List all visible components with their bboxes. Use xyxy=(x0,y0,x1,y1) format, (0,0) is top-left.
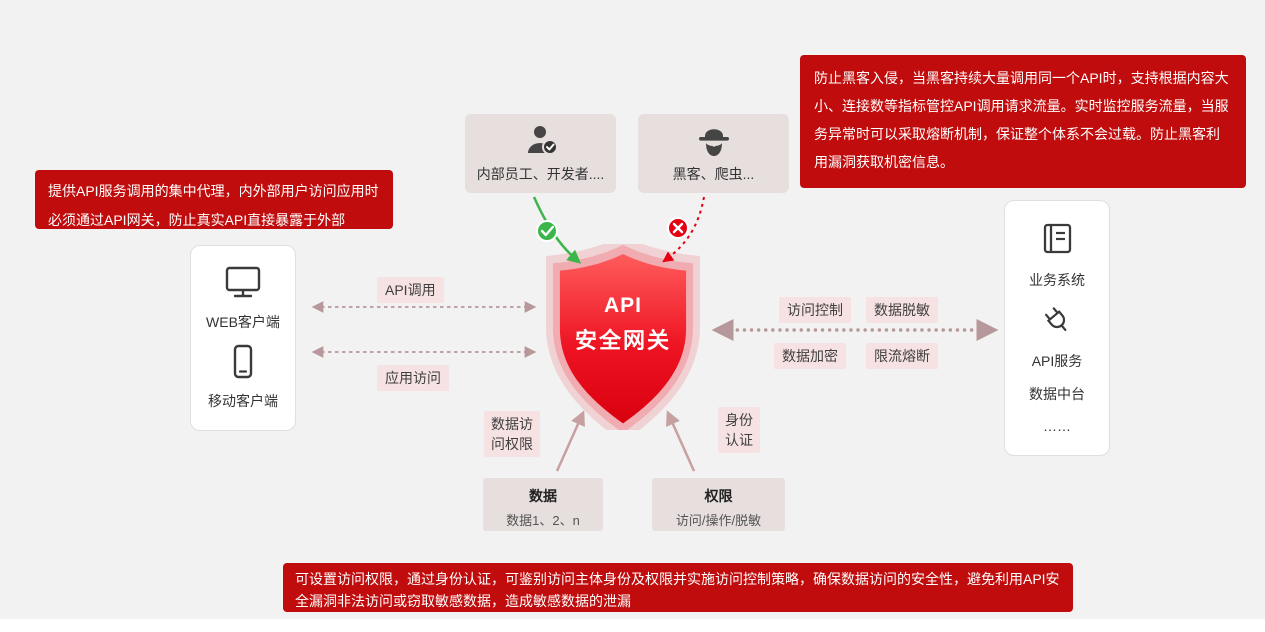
web-client-label: WEB客户端 xyxy=(206,314,280,331)
data-node-title: 数据 xyxy=(529,488,557,504)
shield-title-line1: API xyxy=(603,294,642,317)
chip-auth-line1: 身份 xyxy=(725,412,753,428)
chip-app-access: 应用访问 xyxy=(377,365,449,391)
more-label: …… xyxy=(1043,417,1071,434)
permission-node-title: 权限 xyxy=(704,488,733,504)
user-verified-icon xyxy=(527,126,558,155)
callout-proxy: 提供API服务调用的集中代理，内外部用户访问应用时必须通过API网关，防止真实A… xyxy=(35,170,393,229)
permission-node: 权限 访问/操作/脱敏 xyxy=(652,478,785,531)
hacker-icon xyxy=(698,129,729,156)
chip-data-access-line1: 数据访 xyxy=(491,416,533,432)
monitor-icon xyxy=(225,266,261,298)
data-platform-label: 数据中台 xyxy=(1029,386,1085,403)
backend-panel: 业务系统 API服务 数据中台 …… xyxy=(1004,200,1110,456)
cross-badge-icon xyxy=(667,217,689,239)
business-system-label: 业务系统 xyxy=(1029,271,1085,288)
chip-auth-line2: 认证 xyxy=(725,432,753,448)
chip-data-encrypt: 数据加密 xyxy=(774,343,846,369)
chip-identity-auth: 身份 认证 xyxy=(718,407,760,453)
shield-title: API 安全网关 xyxy=(540,294,706,355)
mobile-client-label: 移动客户端 xyxy=(208,392,278,409)
api-gateway-shield: API 安全网关 xyxy=(540,244,706,430)
data-node-subtitle: 数据1、2、n xyxy=(506,513,580,528)
callout-access-permission: 可设置访问权限，通过身份认证，可鉴别访问主体身份及权限并实施访问控制策略，确保数… xyxy=(283,563,1073,612)
chip-rate-limit: 限流熔断 xyxy=(866,343,938,369)
book-icon xyxy=(1043,224,1072,254)
chip-data-masking: 数据脱敏 xyxy=(866,297,938,323)
shield-title-line2: 安全网关 xyxy=(574,328,671,353)
check-badge-icon xyxy=(536,220,558,242)
bottom-strip xyxy=(0,619,1265,632)
mobile-icon xyxy=(233,344,253,378)
callout-traffic-control: 防止黑客入侵，当黑客持续大量调用同一个API时，支持根据内容大小、连接数等指标管… xyxy=(800,55,1246,188)
api-service-label: API服务 xyxy=(1031,352,1083,369)
permission-node-subtitle: 访问/操作/脱敏 xyxy=(675,513,762,528)
hacker-label: 黑客、爬虫... xyxy=(672,166,755,182)
chip-api-call: API调用 xyxy=(377,277,444,303)
internal-users-box: 内部员工、开发者.... xyxy=(465,114,616,193)
clients-panel: WEB客户端 移动客户端 xyxy=(190,245,296,431)
shield-icon xyxy=(546,244,700,430)
data-node: 数据 数据1、2、n xyxy=(483,478,603,531)
internal-users-label: 内部员工、开发者.... xyxy=(476,166,605,182)
chip-data-access-permission: 数据访 问权限 xyxy=(484,411,540,457)
chip-access-control: 访问控制 xyxy=(779,297,851,323)
chip-data-access-line2: 问权限 xyxy=(491,436,533,452)
plug-icon xyxy=(1044,307,1067,332)
hacker-box: 黑客、爬虫... xyxy=(638,114,789,193)
